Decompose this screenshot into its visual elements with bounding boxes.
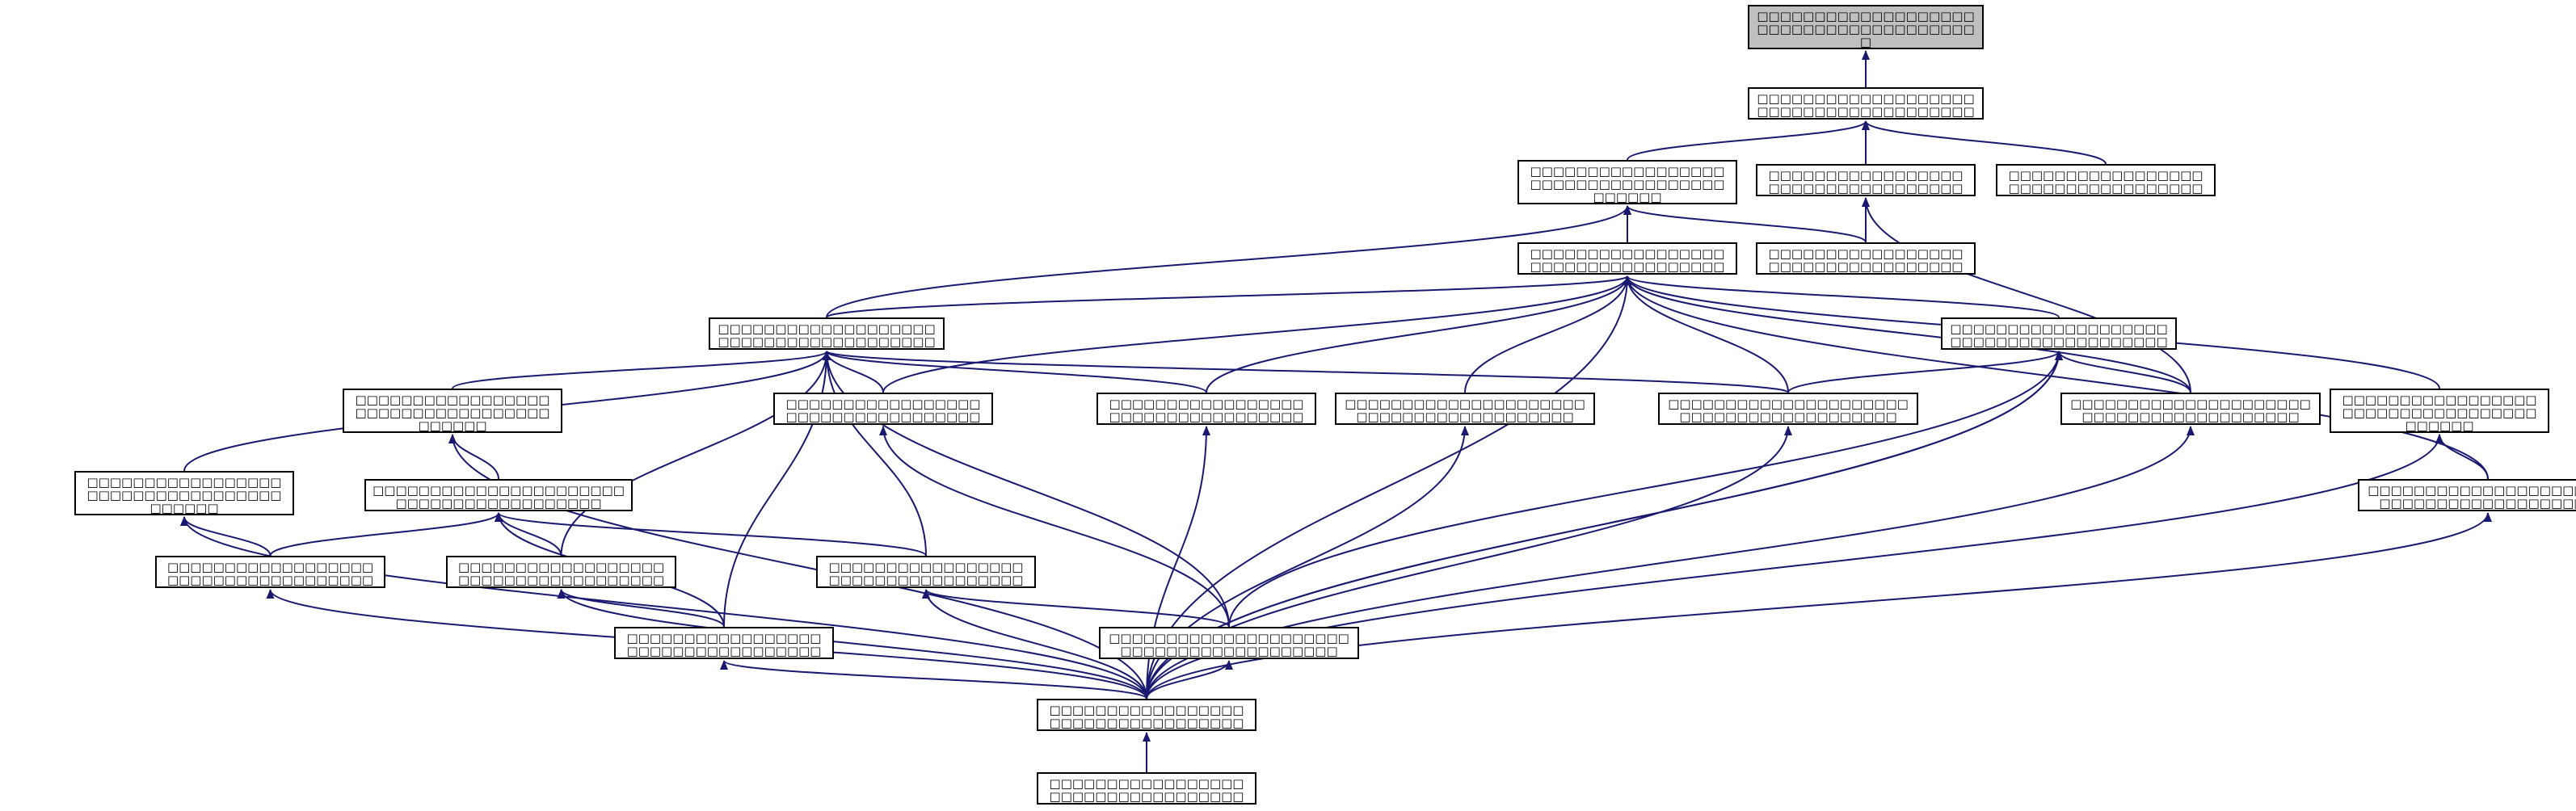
dependency-edge: [1623, 275, 2191, 393]
graph-node-label: □□□□□□□□□□□□□□□□□□□□□□□□□□□□□□□□□□□□□□□□…: [373, 483, 625, 511]
dependency-edge: [1228, 351, 2063, 628]
graph-node-label: □□□□□□□□□□□□□□□□□□□□□□□□□□□□□□□□□□□□□□□□…: [1109, 631, 1349, 658]
graph-node[interactable]: □□□□□□□□□□□□□□□□□□□□□□□□□□□□□□□□□□□□□□□□…: [1748, 87, 1984, 120]
graph-node[interactable]: □□□□□□□□□□□□□□□□□□□□□□□□□□□□□□□□□□□□□□□□…: [2358, 479, 2576, 511]
graph-node[interactable]: □□□□□□□□□□□□□□□□□□□□□□□□□□□□□□□□□□□□□□□□…: [1037, 699, 1256, 731]
dependency-edge: [1464, 275, 1631, 393]
graph-node-label: □□□□□□□□□□□□□□□□□□□□□□□□□□□□□□□□□□□□□□□□…: [1768, 168, 1964, 195]
graph-node-label: □□□□□□□□□□□□□□□□□□□□□□□□□□□□□□□□□□□□□□□□…: [1768, 246, 1964, 274]
dependency-edge: [826, 205, 1631, 318]
graph-node-label: □□□□□□□□□□□□□□□□□□□□□□□□□□□□□□□□□□□□□□□□…: [1668, 397, 1909, 424]
dependency-edge: [823, 351, 1789, 393]
dependency-edge: [495, 512, 562, 557]
dependency-edge: [1862, 197, 2191, 393]
graph-node-label: □□□□□□□□□□□□□□□□□□□□□□□□□□□□□□□□□□□□□□□□…: [1757, 91, 1975, 119]
dependency-edge: [1623, 275, 1789, 393]
graph-node-label: □□□□□□□□□□□□□□□□□□□□□□□□□□□□□□□□□□□□□□□□…: [457, 560, 665, 587]
graph-node[interactable]: □□□□□□□□□□□□□□□□□□□□□□□□□□□□□□□□□□□□□□□□…: [1517, 160, 1737, 204]
graph-node-label: □□□□□□□□□□□□□□□□□□□□□□□□□□□□□□□□□□□□□□□□…: [785, 397, 981, 424]
graph-node[interactable]: □□□□□□□□□□□□□□□□□□□□□□□□□□□□□□□□□□□□□□□□…: [364, 479, 633, 511]
graph-node-label: □□□□□□□□□□□□□□□□□□□□□□□□□□□□□□□□□□□□□□□□…: [86, 475, 282, 515]
graph-node[interactable]: □□□□□□□□□□□□□□□□□□□□□□□□□□□□□□□□□□□□□□□□…: [816, 556, 1036, 588]
graph-node[interactable]: □□□□□□□□□□□□□□□□□□□□□□□□□□□□□□□□□□□□□□□□…: [2060, 393, 2321, 425]
graph-node[interactable]: □□□□□□□□□□□□□□□□□□□□□□□□□□□□□□□□□□□□□□□□…: [1756, 164, 1976, 196]
dependency-edge: [1623, 205, 1867, 243]
dependency-edge: [922, 589, 1230, 628]
dependency-edge: [826, 275, 1631, 318]
dependency-edge: [1623, 275, 2060, 318]
dependency-edge: [1862, 120, 2107, 165]
graph-node-label: □□□□□□□□□□□□□□□□□□□□□□□□□□□□□□□□□□□□□□□□…: [1109, 397, 1304, 424]
dependency-edge: [882, 275, 1631, 393]
dependency-edge: [1787, 351, 2063, 393]
graph-node[interactable]: □□□□□□□□□□□□□□□□□□□□□□□□□□□□□□□□□□□□□□□□…: [1756, 242, 1976, 275]
dependency-edge: [2435, 434, 2489, 480]
dependency-edge: [560, 351, 831, 557]
graph-node[interactable]: □□□□□□□□□□□□□□□□□□□□□□□□□□□□□□□□□□□□□□□□…: [1335, 393, 1595, 425]
graph-node-label: □□□□□□□□□□□□□□□□□□□□□□□□□□□□□□□□□□□□□□□□…: [1950, 321, 2168, 349]
dependency-edge: [180, 516, 271, 557]
dependency-edge: [557, 589, 1147, 700]
graph-node[interactable]: □□□□□□□□□□□□□□□□□□□□□□□□□□□□□□□□□□□□□□□□…: [1037, 772, 1256, 805]
graph-node-label: □□□□□□□□□□□□□□□□□□□□□□□□□□□□□□□□□□□□□□□□…: [1530, 246, 1725, 274]
graph-node[interactable]: □□□□□□□□□□□□□□□□□□□□□□□□□□□□□□□□□□□□□□□□…: [1099, 627, 1359, 659]
dependency-edge: [720, 660, 1147, 700]
dependency-edge: [1146, 660, 1233, 700]
graph-node[interactable]: □□□□□□□□□□□□□□□□□□□□□□□□□□□□□□□□□□□□□□□□…: [1517, 242, 1737, 275]
graph-node-label: □□□□□□□□□□□□□□□□□□□□□□□□□□□□□□□□□□□□□□□□…: [2368, 483, 2576, 511]
dependency-edge: [1206, 275, 1631, 393]
dependency-edge: [452, 351, 831, 389]
root-node[interactable]: □□□□□□□□□□□□□□□□□□□□□□□□□□□□□□□□□□□□□□□ …: [1748, 5, 1984, 49]
graph-node[interactable]: □□□□□□□□□□□□□□□□□□□□□□□□□□□□□□□□□□□□□□□□…: [614, 627, 834, 659]
graph-node[interactable]: □□□□□□□□□□□□□□□□□□□□□□□□□□□□□□□□□□□□□□□□…: [773, 393, 993, 425]
graph-node[interactable]: □□□□□□□□□□□□□□□□□□□□□□□□□□□□□□□□□□□□□□□□…: [446, 556, 676, 588]
root-node-label: □□□□□□□□□□□□□□□□□□□□□□□□□□□□□□□□□□□□□□□ …: [1757, 9, 1975, 49]
dependency-edge: [823, 351, 927, 557]
graph-node-label: □□□□□□□□□□□□□□□□□□□□□□□□□□□□□□□□□□□□□□□□…: [1345, 397, 1585, 424]
dependency-edge: [557, 589, 725, 628]
graph-node-label: □□□□□□□□□□□□□□□□□□□□□□□□□□□□□□□□□□□□□□□□…: [2008, 168, 2203, 195]
graph-node-label: □□□□□□□□□□□□□□□□□□□□□□□□□□□□□□□□□□□□□□□□…: [2342, 393, 2537, 433]
dependency-edge: [879, 426, 1230, 628]
dependency-edge: [1627, 120, 1870, 161]
graph-node-label: □□□□□□□□□□□□□□□□□□□□□□□□□□□□□□□□□□□□□□□□…: [1049, 776, 1244, 804]
graph-node-label: □□□□□□□□□□□□□□□□□□□□□□□□□□□□□□□□□□□□□□□□…: [828, 560, 1024, 587]
graph-node[interactable]: □□□□□□□□□□□□□□□□□□□□□□□□□□□□□□□□□□□□□□□□…: [1941, 317, 2177, 350]
graph-node[interactable]: □□□□□□□□□□□□□□□□□□□□□□□□□□□□□□□□□□□□□□□□…: [709, 317, 945, 350]
graph-node[interactable]: □□□□□□□□□□□□□□□□□□□□□□□□□□□□□□□□□□□□□□□□…: [343, 389, 562, 433]
graph-node[interactable]: □□□□□□□□□□□□□□□□□□□□□□□□□□□□□□□□□□□□□□□□…: [155, 556, 385, 588]
dependency-edge: [922, 589, 1147, 700]
dependency-edge: [1623, 275, 2489, 480]
graph-node[interactable]: □□□□□□□□□□□□□□□□□□□□□□□□□□□□□□□□□□□□□□□□…: [1658, 393, 1918, 425]
graph-node-label: □□□□□□□□□□□□□□□□□□□□□□□□□□□□□□□□□□□□□□□□…: [626, 631, 822, 658]
dependency-edge: [1146, 275, 1631, 700]
graph-node-label: □□□□□□□□□□□□□□□□□□□□□□□□□□□□□□□□□□□□□□□□…: [2070, 397, 2311, 424]
graph-node[interactable]: □□□□□□□□□□□□□□□□□□□□□□□□□□□□□□□□□□□□□□□□…: [74, 471, 294, 515]
dependency-edge: [823, 351, 1207, 393]
dependency-edge: [495, 512, 927, 557]
dependency-edge: [269, 512, 503, 557]
graph-node-label: □□□□□□□□□□□□□□□□□□□□□□□□□□□□□□□□□□□□□□□□…: [1049, 703, 1244, 730]
graph-node-label: □□□□□□□□□□□□□□□□□□□□□□□□□□□□□□□□□□□□□□□□…: [166, 560, 374, 587]
dependency-edge: [180, 516, 1147, 700]
graph-node[interactable]: □□□□□□□□□□□□□□□□□□□□□□□□□□□□□□□□□□□□□□□□…: [2330, 389, 2549, 433]
dependency-edge: [448, 434, 499, 480]
dependency-edge: [2055, 351, 2191, 393]
graph-node[interactable]: □□□□□□□□□□□□□□□□□□□□□□□□□□□□□□□□□□□□□□□□…: [1096, 393, 1316, 425]
graph-node-label: □□□□□□□□□□□□□□□□□□□□□□□□□□□□□□□□□□□□□□□□…: [355, 393, 550, 433]
graph-node-label: □□□□□□□□□□□□□□□□□□□□□□□□□□□□□□□□□□□□□□□□…: [718, 321, 936, 349]
graph-node-label: □□□□□□□□□□□□□□□□□□□□□□□□□□□□□□□□□□□□□□□□…: [1530, 164, 1725, 204]
graph-node[interactable]: □□□□□□□□□□□□□□□□□□□□□□□□□□□□□□□□□□□□□□□□…: [1996, 164, 2216, 196]
